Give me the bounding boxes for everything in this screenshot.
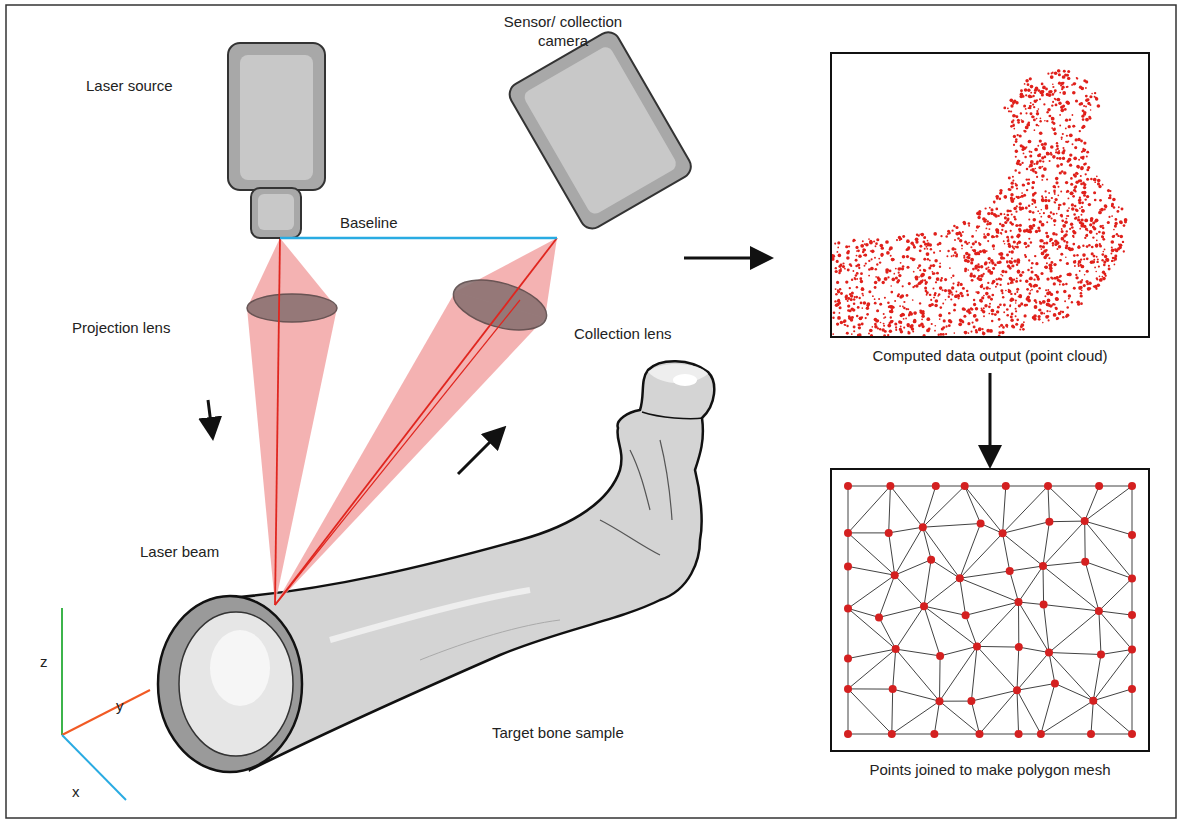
arrow <box>684 257 765 260</box>
polygon-mesh <box>832 470 1148 750</box>
point-cloud-panel: Computed data output (point cloud) <box>830 52 1150 365</box>
part-label: x <box>72 782 80 801</box>
axes <box>62 608 150 800</box>
panel-caption: Points joined to make polygon mesh <box>830 760 1150 779</box>
arrow <box>208 400 212 432</box>
frame <box>6 5 1176 818</box>
laser-source <box>228 43 325 238</box>
collection-lens <box>448 271 552 340</box>
part-label: Laser source <box>86 76 173 95</box>
part-label: Target bone sample <box>492 723 624 742</box>
part-label: Sensor/ collection camera <box>498 12 628 50</box>
arrow <box>458 432 500 474</box>
panel-caption: Computed data output (point cloud) <box>830 346 1150 365</box>
panel-frame <box>830 468 1150 752</box>
part-label: Baseline <box>340 213 398 232</box>
panel-frame <box>830 52 1150 338</box>
laser-beam <box>247 238 557 605</box>
sensor-camera <box>505 28 695 233</box>
flow-arrow <box>989 373 992 460</box>
baseline <box>280 237 557 240</box>
projection-lens <box>247 294 337 322</box>
part-label: Laser beam <box>140 542 219 561</box>
part-label: y <box>116 696 124 715</box>
point-cloud <box>832 54 1148 336</box>
part-label: Collection lens <box>574 324 672 343</box>
part-label: Projection lens <box>72 318 170 337</box>
part-label: z <box>40 652 48 671</box>
mesh-panel: Points joined to make polygon mesh <box>830 468 1150 779</box>
